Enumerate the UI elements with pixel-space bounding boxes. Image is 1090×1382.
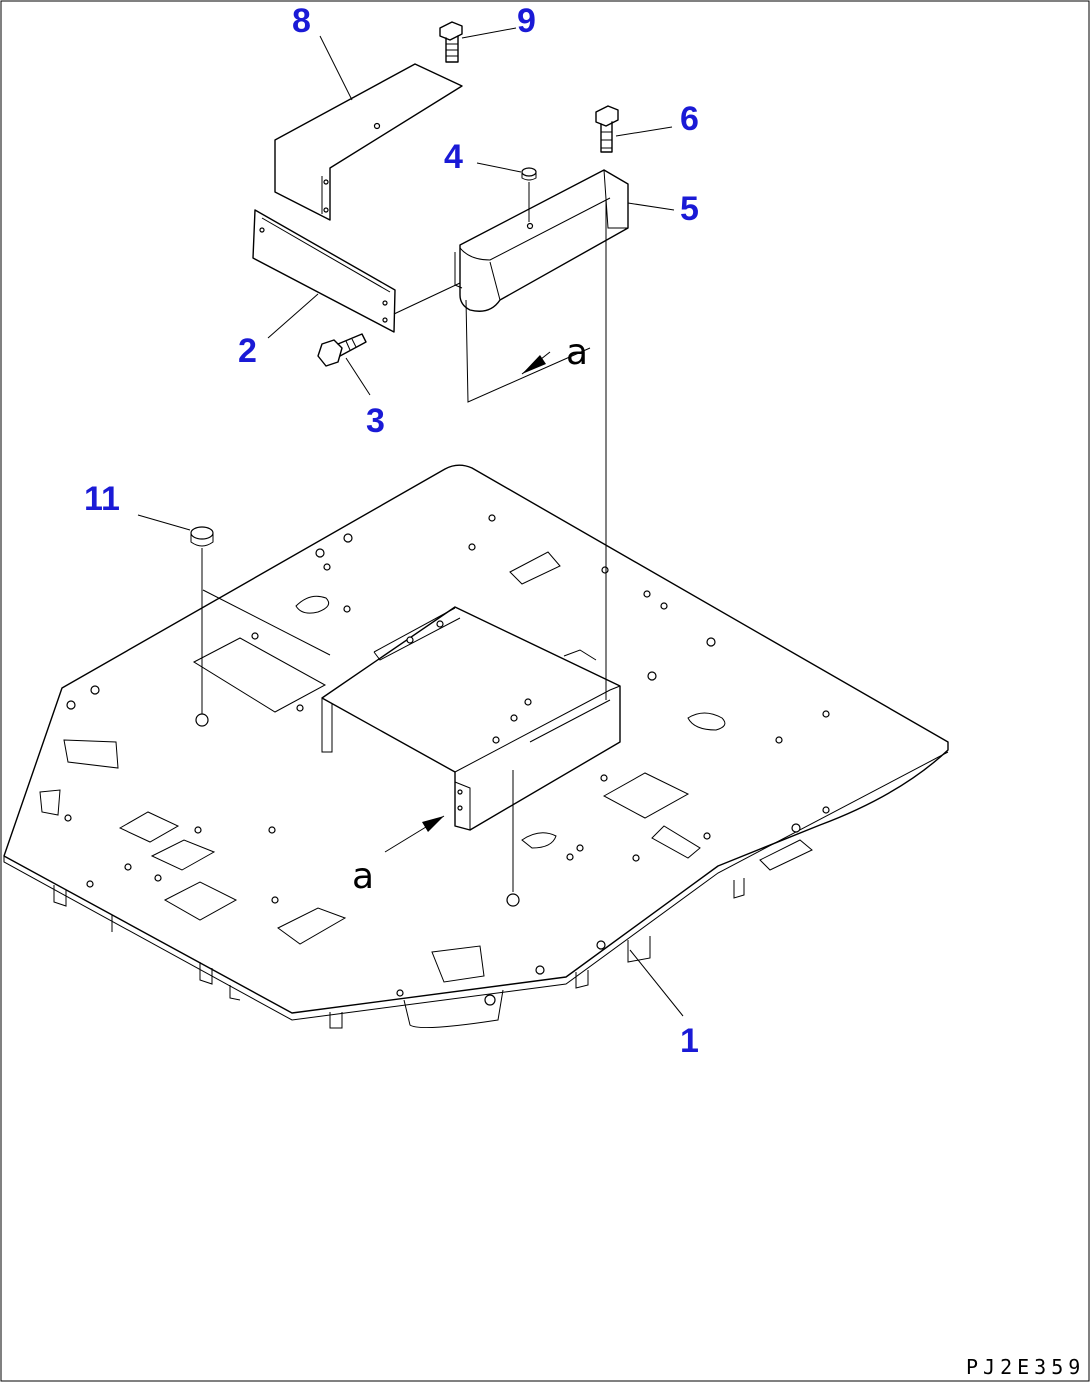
bolt-part-6-icon xyxy=(595,105,619,153)
view-label-lower: a xyxy=(352,856,374,897)
callout-3: 3 xyxy=(366,402,385,440)
callout-2: 2 xyxy=(238,332,257,370)
callout-8: 8 xyxy=(292,2,311,40)
view-label-upper: a xyxy=(566,332,588,373)
cover-part-8 xyxy=(274,63,463,221)
view-arrow-lower xyxy=(384,815,445,853)
center-housing xyxy=(321,606,621,831)
view-arrow-upper xyxy=(521,351,551,375)
callout-1: 1 xyxy=(680,1022,699,1060)
callout-5: 5 xyxy=(680,190,699,228)
drawing-code: PJ2E359 xyxy=(966,1355,1085,1379)
bolt-part-3-icon xyxy=(317,333,367,367)
plug-part-11-icon xyxy=(190,526,214,547)
callout-6: 6 xyxy=(680,100,699,138)
callout-4: 4 xyxy=(444,138,463,176)
plate-part-2 xyxy=(252,209,396,333)
bolt-part-9-icon xyxy=(439,21,463,63)
assembly-lines xyxy=(137,27,684,1017)
floor-plate xyxy=(3,464,949,1029)
plug-part-4-icon xyxy=(521,167,537,181)
callout-9: 9 xyxy=(517,2,536,40)
callout-11: 11 xyxy=(84,480,120,518)
cover-part-5 xyxy=(454,169,629,312)
